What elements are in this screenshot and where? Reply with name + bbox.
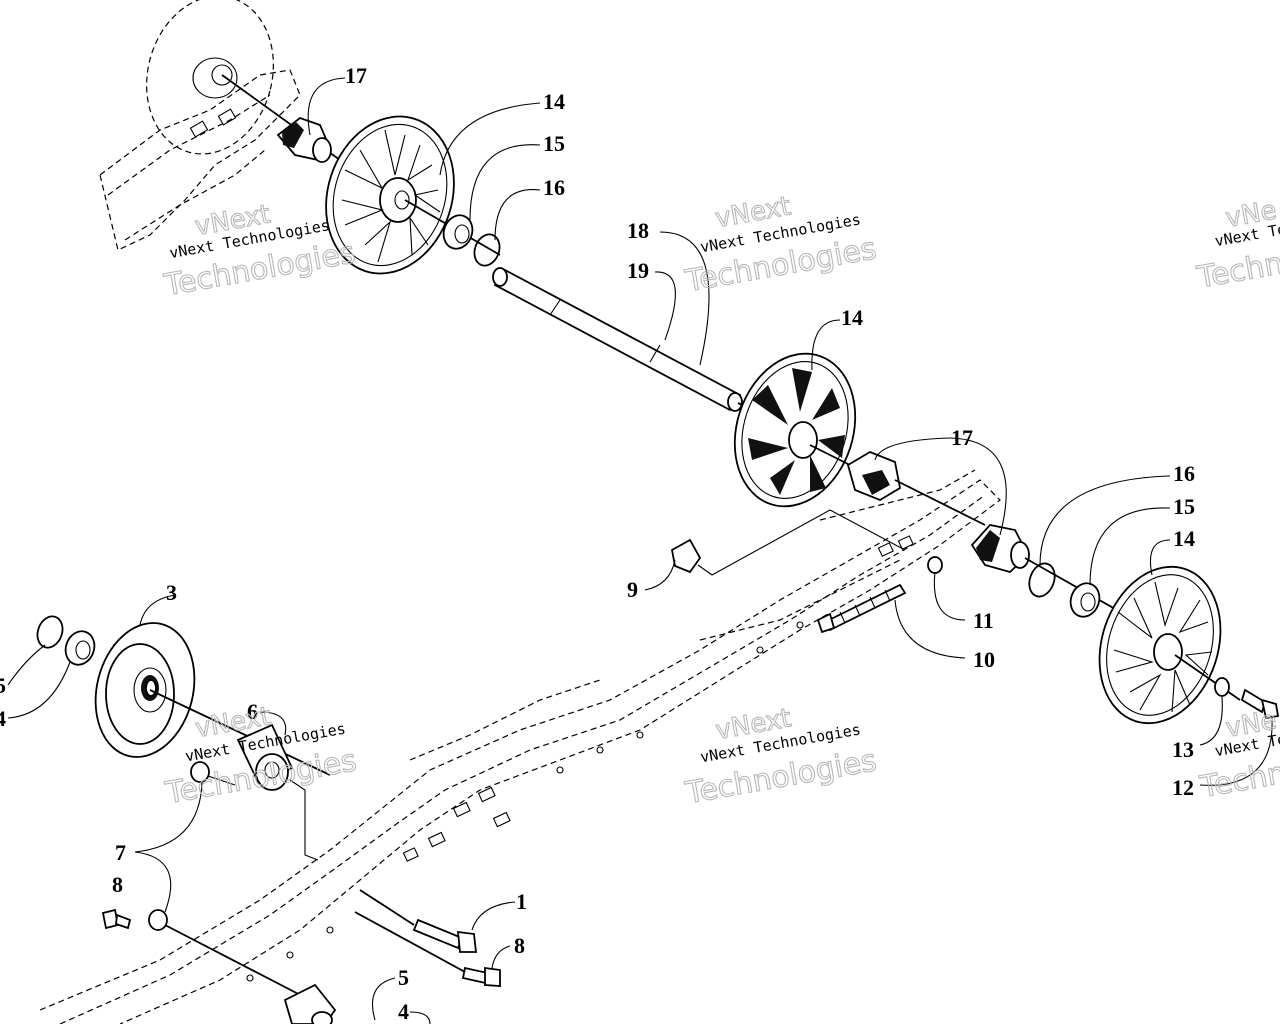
callout-14-lower: 14 xyxy=(1173,526,1195,551)
part-15-upper-bearing xyxy=(442,214,474,250)
lower-spacer-bottom xyxy=(283,983,337,1024)
callout-16-lower: 16 xyxy=(1173,461,1195,486)
callout-12: 12 xyxy=(1172,775,1194,800)
part-8-bolt-left xyxy=(101,908,132,930)
watermark-upper-middle: vNext vNext Technologies Technologies xyxy=(682,191,880,300)
part-18-19-axle xyxy=(492,267,796,431)
part-7-nut-upper xyxy=(190,761,236,786)
part-5-left-ring xyxy=(36,615,64,649)
callout-14-middle: 14 xyxy=(841,305,863,330)
callout-4-left: 4 xyxy=(0,706,6,731)
part-17-lower-hub xyxy=(970,524,1171,641)
part-14-upper-wheel xyxy=(325,115,501,275)
part-10-bolt xyxy=(816,583,907,634)
part-8-bolt-right xyxy=(354,911,501,987)
callout-1: 1 xyxy=(516,889,527,914)
upper-rail-frame xyxy=(99,69,301,251)
part-6-spacer xyxy=(236,723,319,861)
watermark-text-large: Techn xyxy=(1194,246,1280,296)
callout-19: 19 xyxy=(627,258,649,283)
part-17-upper-hub xyxy=(276,116,332,163)
callout-18: 18 xyxy=(627,218,649,243)
callout-4-bottom: 4 xyxy=(398,999,409,1024)
part-12-bolt xyxy=(1240,688,1280,720)
callout-9: 9 xyxy=(627,577,638,602)
callout-3: 3 xyxy=(166,580,177,605)
part-14-lower-wheel xyxy=(1098,565,1241,725)
callout-11: 11 xyxy=(973,608,994,633)
main-rail-frame xyxy=(39,469,1001,1024)
callout-17-upper: 17 xyxy=(345,63,367,88)
callout-17-middle: 17 xyxy=(951,425,973,450)
callout-8-right: 8 xyxy=(514,933,525,958)
part-16-upper-ring xyxy=(473,233,501,267)
part-11-nut xyxy=(927,556,943,574)
part-9-clip xyxy=(670,509,906,576)
part-17-middle-hub xyxy=(846,450,986,526)
part-4-left-bearing xyxy=(64,630,96,666)
watermark-text-large: Techn xyxy=(1197,756,1280,806)
callout-labels: 17 14 15 16 18 19 14 17 16 15 14 9 11 10… xyxy=(0,63,1195,1024)
callout-14-upper: 14 xyxy=(543,89,565,114)
part-3-idler-wheel xyxy=(94,622,331,776)
leader-lines xyxy=(7,77,1273,1024)
part-14-middle-wheel xyxy=(733,352,861,508)
callout-15-upper: 15 xyxy=(543,131,565,156)
part-13-washer xyxy=(1214,677,1230,697)
part-16-lower-ring xyxy=(1028,562,1056,598)
callout-16-upper: 16 xyxy=(543,175,565,200)
watermark-lower-middle: vNext vNext Technologies Technologies xyxy=(682,703,880,812)
part-15-lower-bearing xyxy=(1069,582,1101,618)
callout-5-left: 5 xyxy=(0,673,6,698)
callout-5-bottom: 5 xyxy=(398,965,409,990)
callout-10: 10 xyxy=(973,647,995,672)
watermark-upper-right: vNe vNext Te Techn xyxy=(1193,195,1280,296)
part-1-bolt xyxy=(359,889,478,953)
callout-8-left: 8 xyxy=(112,872,123,897)
callout-15-lower: 15 xyxy=(1173,494,1195,519)
callout-7: 7 xyxy=(115,840,126,865)
part-7-nut-lower xyxy=(148,909,311,1001)
callout-6: 6 xyxy=(247,699,258,724)
callout-13: 13 xyxy=(1172,737,1194,762)
